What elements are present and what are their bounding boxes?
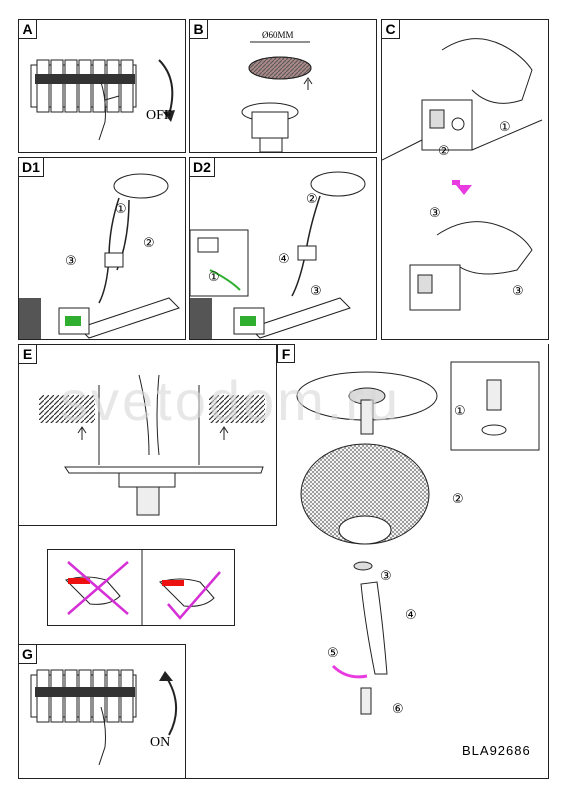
- shade-assembly-illustration: [296, 361, 540, 715]
- panel-label: F: [277, 344, 295, 363]
- step-3-marker: ③: [429, 206, 441, 221]
- wiring-d1-illustration: [19, 173, 180, 339]
- breaker-off-illustration: [30, 59, 175, 141]
- warning-inset: [47, 549, 235, 626]
- warning-illustration: [65, 550, 221, 625]
- panel-label: A: [19, 20, 37, 39]
- step-2-marker: ②: [452, 492, 464, 507]
- on-caption: ON: [150, 735, 171, 750]
- step-6-marker: ⑥: [392, 702, 404, 717]
- step-5-marker: ⑤: [327, 646, 339, 661]
- canopy-illustration: [241, 41, 313, 152]
- panel-e: E: [18, 344, 277, 526]
- rotate-arrow-icon: [331, 664, 368, 679]
- dimension-label: Ø60MM: [262, 30, 294, 40]
- step-1-marker: ①: [115, 202, 127, 217]
- step-3-marker: ③: [65, 254, 77, 269]
- panel-b: B Ø60MM: [189, 19, 377, 153]
- step-1-marker: ①: [454, 404, 466, 419]
- model-code: BLA92686: [462, 743, 531, 758]
- panel-label: D2: [190, 158, 215, 177]
- down-arrow-icon: [456, 185, 472, 195]
- panel-label: C: [382, 20, 400, 39]
- cross-icon: [67, 561, 129, 615]
- breaker-switches: [36, 59, 134, 113]
- step-4-marker: ④: [278, 252, 290, 267]
- step-4-marker: ④: [405, 608, 417, 623]
- step-2-marker: ②: [143, 236, 155, 251]
- breaker-on-illustration: [30, 669, 178, 766]
- panel-label: E: [19, 345, 37, 364]
- step-3-marker-b: ③: [512, 284, 524, 299]
- watermark: svetodom.ru: [60, 369, 402, 432]
- step-2-marker: ②: [438, 144, 450, 159]
- panel-label: B: [190, 20, 208, 39]
- panel-d1: D1 ① ② ③: [18, 157, 186, 340]
- panel-a: A OFF: [18, 19, 186, 153]
- panel-label: D1: [19, 158, 44, 177]
- step-3-marker: ③: [310, 284, 322, 299]
- step-3-marker: ③: [380, 569, 392, 584]
- check-icon: [167, 571, 221, 620]
- panel-label: G: [19, 645, 37, 664]
- mounting-plate-illustration: [39, 374, 265, 516]
- panel-f: F ① ② ③ ④ ⑤ ⑥: [277, 344, 549, 779]
- step-1-marker: ①: [499, 120, 511, 135]
- step-1-marker: ①: [208, 270, 220, 285]
- panel-d2: D2 ① ② ③ ④: [189, 157, 377, 340]
- panel-c: C ① ② ③ ③: [381, 19, 549, 340]
- wiring-d2-illustration: [190, 171, 366, 339]
- panel-g: G ON: [18, 644, 186, 779]
- terminal-block-illustration: [382, 38, 543, 311]
- off-caption: OFF: [146, 108, 172, 123]
- step-2-marker: ②: [306, 192, 318, 207]
